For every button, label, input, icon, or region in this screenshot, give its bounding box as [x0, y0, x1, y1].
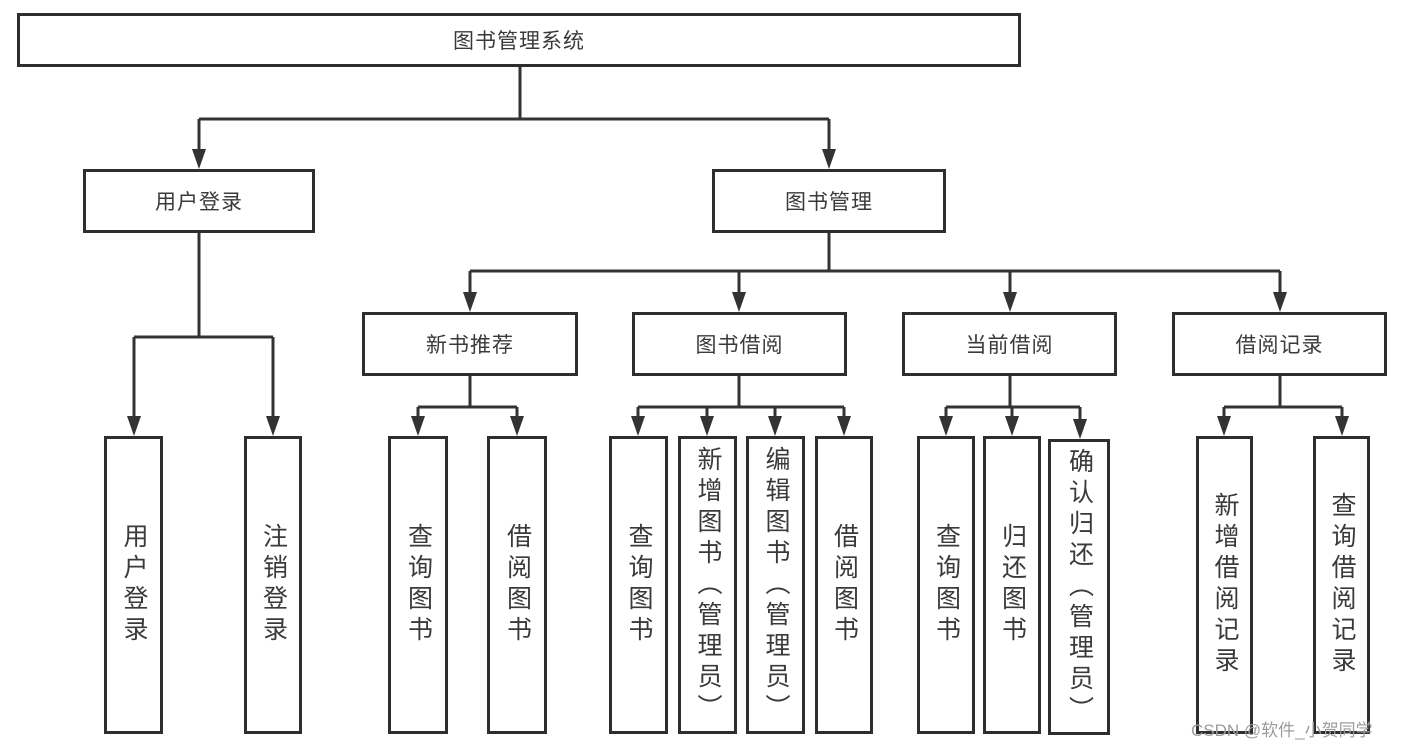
leaf-confirm-return-admin: 确认归还（管理员）: [1048, 439, 1110, 735]
leaf-add-books-admin-label: 新增图书（管理员）: [694, 445, 722, 725]
leaf-edit-books-admin-label: 编辑图书（管理员）: [762, 445, 790, 725]
connector-root-to-level2: [192, 67, 836, 169]
connector-new-book-recommend-to-leaves: [411, 376, 524, 436]
leaf-edit-books-admin: 编辑图书（管理员）: [746, 436, 805, 734]
node-user-login: 用户登录: [83, 169, 315, 233]
leaf-query-books-current: 查询图书: [917, 436, 975, 734]
leaf-query-books-recommend-label: 查询图书: [404, 523, 433, 647]
leaf-logout: 注销登录: [244, 436, 302, 734]
node-borrow-record: 借阅记录: [1172, 312, 1387, 376]
leaf-add-books-admin: 新增图书（管理员）: [678, 436, 737, 734]
node-new-book-recommend: 新书推荐: [362, 312, 578, 376]
connector-user-login-to-leaves: [127, 233, 280, 436]
connector-borrow-record-to-leaves: [1217, 376, 1349, 436]
csdn-watermark: CSDN @软件_小贺同学: [1191, 721, 1373, 740]
leaf-return-books-label: 归还图书: [998, 523, 1027, 647]
node-root-library-management-system: 图书管理系统: [17, 13, 1021, 67]
leaf-query-books-recommend: 查询图书: [388, 436, 448, 734]
connector-book-mgmt-to-level3: [463, 233, 1287, 312]
leaf-borrow-books-recommend-label: 借阅图书: [503, 523, 532, 647]
leaf-query-books-borrow-label: 查询图书: [625, 523, 653, 647]
leaf-borrow-books: 借阅图书: [815, 436, 873, 734]
node-current-borrow: 当前借阅: [902, 312, 1117, 376]
leaf-query-borrow-record: 查询借阅记录: [1313, 436, 1370, 734]
leaf-return-books: 归还图书: [983, 436, 1041, 734]
connector-current-borrow-to-leaves: [939, 376, 1087, 439]
leaf-query-books-current-label: 查询图书: [932, 523, 961, 647]
leaf-query-books-borrow: 查询图书: [609, 436, 668, 734]
leaf-query-borrow-record-label: 查询借阅记录: [1328, 492, 1356, 678]
node-book-management: 图书管理: [712, 169, 946, 233]
leaf-borrow-books-label: 借阅图书: [830, 523, 859, 647]
connector-book-borrow-to-leaves: [631, 376, 851, 436]
leaf-confirm-return-admin-label: 确认归还（管理员）: [1065, 447, 1094, 727]
leaf-borrow-books-recommend: 借阅图书: [487, 436, 547, 734]
leaf-user-login-label: 用户登录: [120, 523, 148, 647]
leaf-user-login: 用户登录: [104, 436, 163, 734]
node-book-borrow: 图书借阅: [632, 312, 847, 376]
leaf-add-borrow-record-label: 新增借阅记录: [1211, 492, 1239, 678]
leaf-logout-label: 注销登录: [259, 523, 288, 647]
leaf-add-borrow-record: 新增借阅记录: [1196, 436, 1253, 734]
